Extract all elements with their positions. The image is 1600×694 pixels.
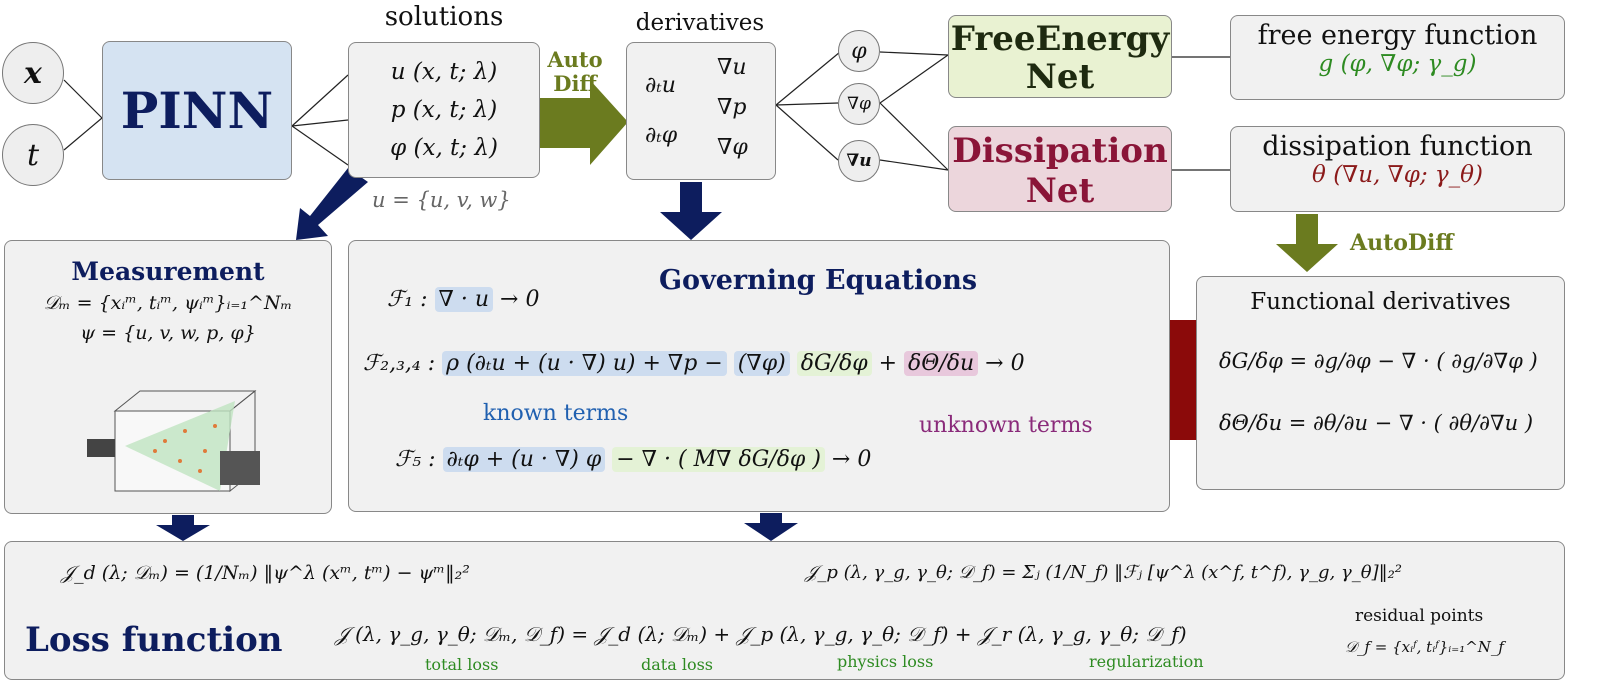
governing-title: Governing Equations [659, 265, 978, 296]
measurement-setup-illustration [87, 389, 260, 493]
f234-tail: → 0 [985, 351, 1025, 376]
loss-title: Loss function [25, 620, 283, 660]
autodiff-arrow [540, 80, 628, 165]
pinn-box: PINN [102, 41, 292, 180]
equation-f5: ℱ₅ : ∂ₜφ + (u · ∇) φ − ∇ · ( M∇ δG/δφ ) … [395, 447, 871, 472]
fe-net-line2: Net [1025, 57, 1095, 97]
diss-net-line2: Net [1025, 171, 1095, 211]
f1-tail: → 0 [500, 287, 540, 312]
measurement-down-arrow [156, 515, 210, 541]
physics-loss-label: physics loss [837, 652, 934, 671]
solution-u: u (x, t; λ) [390, 59, 498, 85]
deriv-grad-u: ∇u [717, 55, 747, 80]
data-loss-eq: 𝒥_d (λ; 𝒟ₘ) = (1/Nₘ) ‖ψ^λ (xᵐ, tᵐ) − ψᵐ‖… [61, 562, 470, 584]
fe-function-title: free energy function [1257, 20, 1538, 51]
solution-phi: φ (x, t; λ) [390, 135, 498, 161]
unknown-terms-label: unknown terms [919, 413, 1093, 438]
known-terms-label: known terms [483, 401, 629, 426]
measurement-box: Measurement 𝒟ₘ = {xᵢᵐ, tᵢᵐ, ψᵢᵐ}ᵢ₌₁^Nₘ ψ… [4, 240, 332, 514]
data-loss-label: data loss [641, 655, 714, 674]
loss-function-box: 𝒥_d (λ; 𝒟ₘ) = (1/Nₘ) ‖ψ^λ (xᵐ, tᵐ) − ψᵐ‖… [4, 541, 1565, 680]
total-loss-label: total loss [425, 655, 499, 674]
solutions-box: u (x, t; λ) p (x, t; λ) φ (x, t; λ) [348, 42, 540, 178]
f5-unknown: − ∇ · ( M∇ δG/δφ ) [612, 447, 825, 472]
f234-known: ρ (∂ₜu + (u · ∇) u) + ∇p − [442, 351, 727, 376]
camera-right [220, 451, 260, 485]
f234-grad-phi: (∇φ) [733, 351, 790, 376]
input-x-node: x [2, 42, 64, 104]
f234-dG: δG/δφ [796, 351, 872, 376]
f5-label: ℱ₅ : [395, 447, 436, 472]
autodiff-line1: Auto [547, 47, 603, 72]
autodiff-line2: Diff [553, 71, 597, 96]
f1-label: ℱ₁ : [387, 287, 428, 312]
residual-points-eq: 𝒟_f = {xᵢᶠ, tᵢᶠ}ᵢ₌₁^N_f [1345, 638, 1504, 656]
node-grad-u: ∇u [838, 140, 880, 182]
camera-left [87, 439, 115, 457]
f1-known: ∇ · u [434, 287, 494, 312]
dissipation-function-box: dissipation function θ (∇u, ∇φ; γ_θ) [1230, 126, 1565, 212]
autodiff2-label: AutoDiff [1350, 230, 1454, 256]
fe-net-line1: FreeEnergy [950, 19, 1170, 59]
input-t-node: t [2, 124, 64, 186]
deriv-grad-p: ∇p [717, 95, 747, 120]
f234-label: ℱ₂,₃,₄ : [363, 351, 436, 376]
measurement-title: Measurement [71, 257, 265, 286]
diss-function-title: dissipation function [1262, 131, 1533, 162]
measurement-eq2: ψ = {u, v, w, p, φ} [80, 322, 256, 344]
physics-loss-eq: 𝒥_p (λ, γ_g, γ_θ; 𝒟_f) = Σⱼ (1/N_f) ‖ℱⱼ … [805, 562, 1403, 583]
deriv-dt-phi: ∂ₜφ [645, 123, 678, 148]
derivatives-box: ∂ₜu ∂ₜφ ∇u ∇p ∇φ [626, 42, 776, 180]
diss-net-line1: Dissipation [952, 131, 1168, 171]
derivatives-title: derivatives [635, 10, 765, 36]
governing-down-arrow [744, 513, 798, 541]
measurement-eq1: 𝒟ₘ = {xᵢᵐ, tᵢᵐ, ψᵢᵐ}ᵢ₌₁^Nₘ [43, 292, 293, 314]
free-energy-function-box: free energy function g (φ, ∇φ; γ_g) [1230, 15, 1565, 100]
diss-function-formula: θ (∇u, ∇φ; γ_θ) [1312, 162, 1483, 188]
regularization-label: regularization [1089, 652, 1204, 671]
deriv-grad-phi: ∇φ [717, 135, 748, 160]
functional-eq1: δG/δφ = ∂g/∂φ − ∇ · ( ∂g/∂∇φ ) [1219, 349, 1538, 373]
solution-p: p (x, t; λ) [390, 97, 498, 123]
residual-points-title: residual points [1355, 606, 1484, 626]
pinn-label: PINN [120, 81, 274, 140]
solutions-title: solutions [384, 2, 504, 32]
equation-f1: ℱ₁ : ∇ · u → 0 [387, 287, 539, 312]
total-loss-eq: 𝒥 (λ, γ_g, γ_θ; 𝒟ₘ, 𝒟_f) = 𝒥_d (λ; 𝒟ₘ) +… [335, 622, 1187, 646]
functional-eq2: δΘ/δu = ∂θ/∂u − ∇ · ( ∂θ/∂∇u ) [1219, 411, 1534, 435]
node-phi: φ [838, 30, 880, 72]
f234-plus: + [878, 351, 898, 376]
node-grad-phi: ∇φ [838, 83, 880, 125]
velocity-note: u = {u, v, w} [372, 188, 511, 212]
f5-known: ∂ₜφ + (u · ∇) φ [442, 447, 606, 472]
f5-tail: → 0 [831, 447, 872, 472]
solutions-to-measurement-arrow [296, 168, 368, 240]
fe-function-formula: g (φ, ∇φ; γ_g) [1318, 51, 1477, 77]
functional-title: Functional derivatives [1250, 289, 1511, 315]
derivatives-down-arrow [660, 182, 722, 240]
f234-dTheta: δΘ/δu [904, 351, 979, 376]
autodiff-down-arrow [1276, 214, 1338, 272]
governing-equations-box: Governing Equations ℱ₁ : ∇ · u → 0 ℱ₂,₃,… [348, 240, 1170, 512]
deriv-dt-u: ∂ₜu [645, 73, 676, 98]
functional-derivatives-box: Functional derivatives δG/δφ = ∂g/∂φ − ∇… [1196, 276, 1565, 490]
equation-f234: ℱ₂,₃,₄ : ρ (∂ₜu + (u · ∇) u) + ∇p − (∇φ)… [363, 351, 1025, 376]
